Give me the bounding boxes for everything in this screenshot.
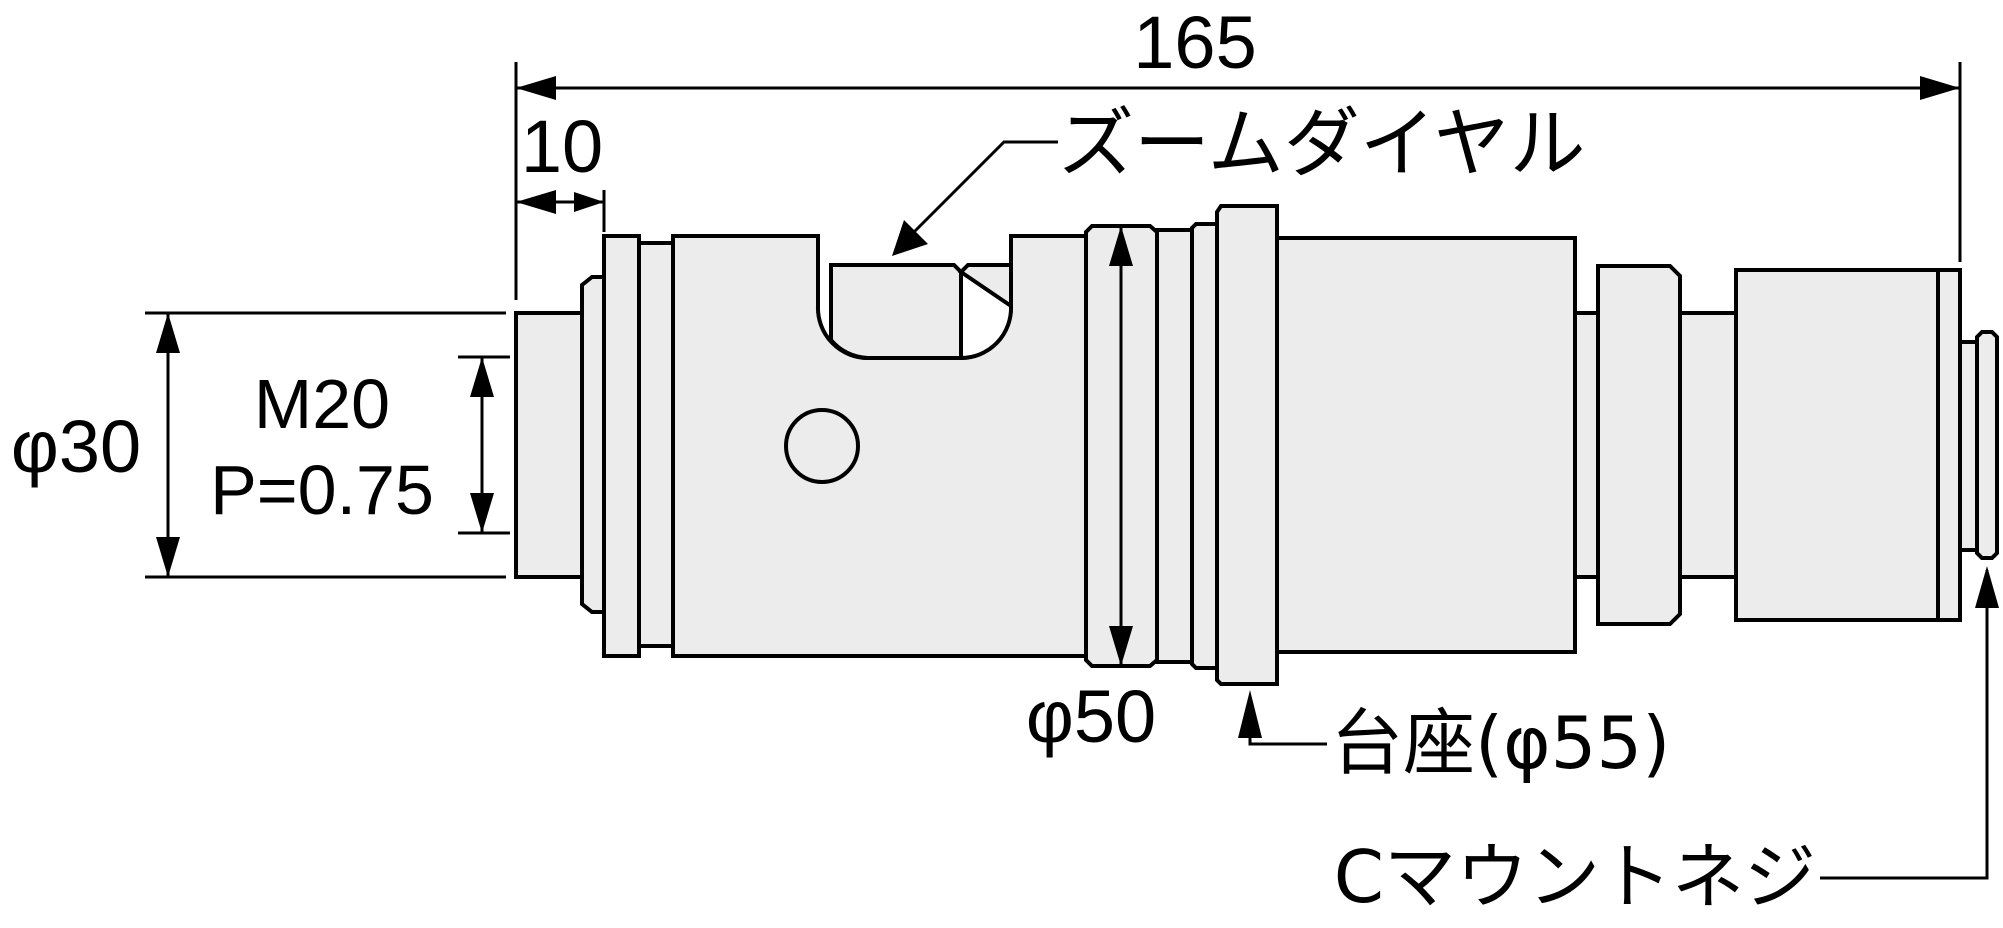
dim-thread: M20 P=0.75	[210, 355, 510, 535]
rear-barrel	[1275, 236, 1577, 654]
dim-left-diameter: φ30	[11, 311, 506, 579]
rear-shaft	[1678, 311, 1738, 579]
callout-base-seat: 台座(φ55)	[1238, 690, 1670, 785]
chamfer-ring	[1596, 264, 1682, 626]
lens-body	[514, 204, 1999, 686]
callout-c-mount-label: Cマウントネジ	[1334, 835, 1816, 919]
rear-neck	[1573, 311, 1600, 579]
rear-lip	[1936, 268, 1962, 622]
dim-overall-length-value: 165	[1133, 1, 1256, 84]
dim-flange-width: 10	[516, 105, 606, 232]
dim-flange-width-value: 10	[521, 105, 603, 188]
dim-overall-length: 165	[514, 1, 1962, 300]
zoom-dial	[829, 263, 963, 360]
callout-zoom-dial: ズームダイヤル	[892, 99, 1585, 256]
thread-size: M20	[254, 365, 390, 443]
c-mount-thread	[1975, 330, 1999, 560]
base-seat	[1215, 204, 1279, 686]
dim-middle-diameter: φ50	[1026, 226, 1156, 758]
c-mount-neck	[1958, 340, 1979, 552]
thin-ring	[1190, 222, 1219, 670]
dial-collar	[957, 263, 1013, 310]
flange-ring	[602, 234, 641, 658]
step-ring	[580, 275, 606, 614]
spacer-ring	[1155, 228, 1194, 664]
callout-c-mount: Cマウントネジ	[1334, 566, 1999, 919]
rear-ring	[1734, 268, 1940, 622]
set-screw-hole	[784, 408, 860, 484]
thread-stub	[514, 311, 584, 579]
thread-pitch: P=0.75	[210, 451, 434, 529]
neck-ring	[637, 241, 675, 648]
callout-zoom-dial-label: ズームダイヤル	[1058, 99, 1585, 188]
dim-left-diameter-value: φ30	[11, 405, 141, 488]
callout-base-seat-label: 台座(φ55)	[1331, 701, 1670, 785]
dim-middle-diameter-value: φ50	[1026, 675, 1156, 758]
